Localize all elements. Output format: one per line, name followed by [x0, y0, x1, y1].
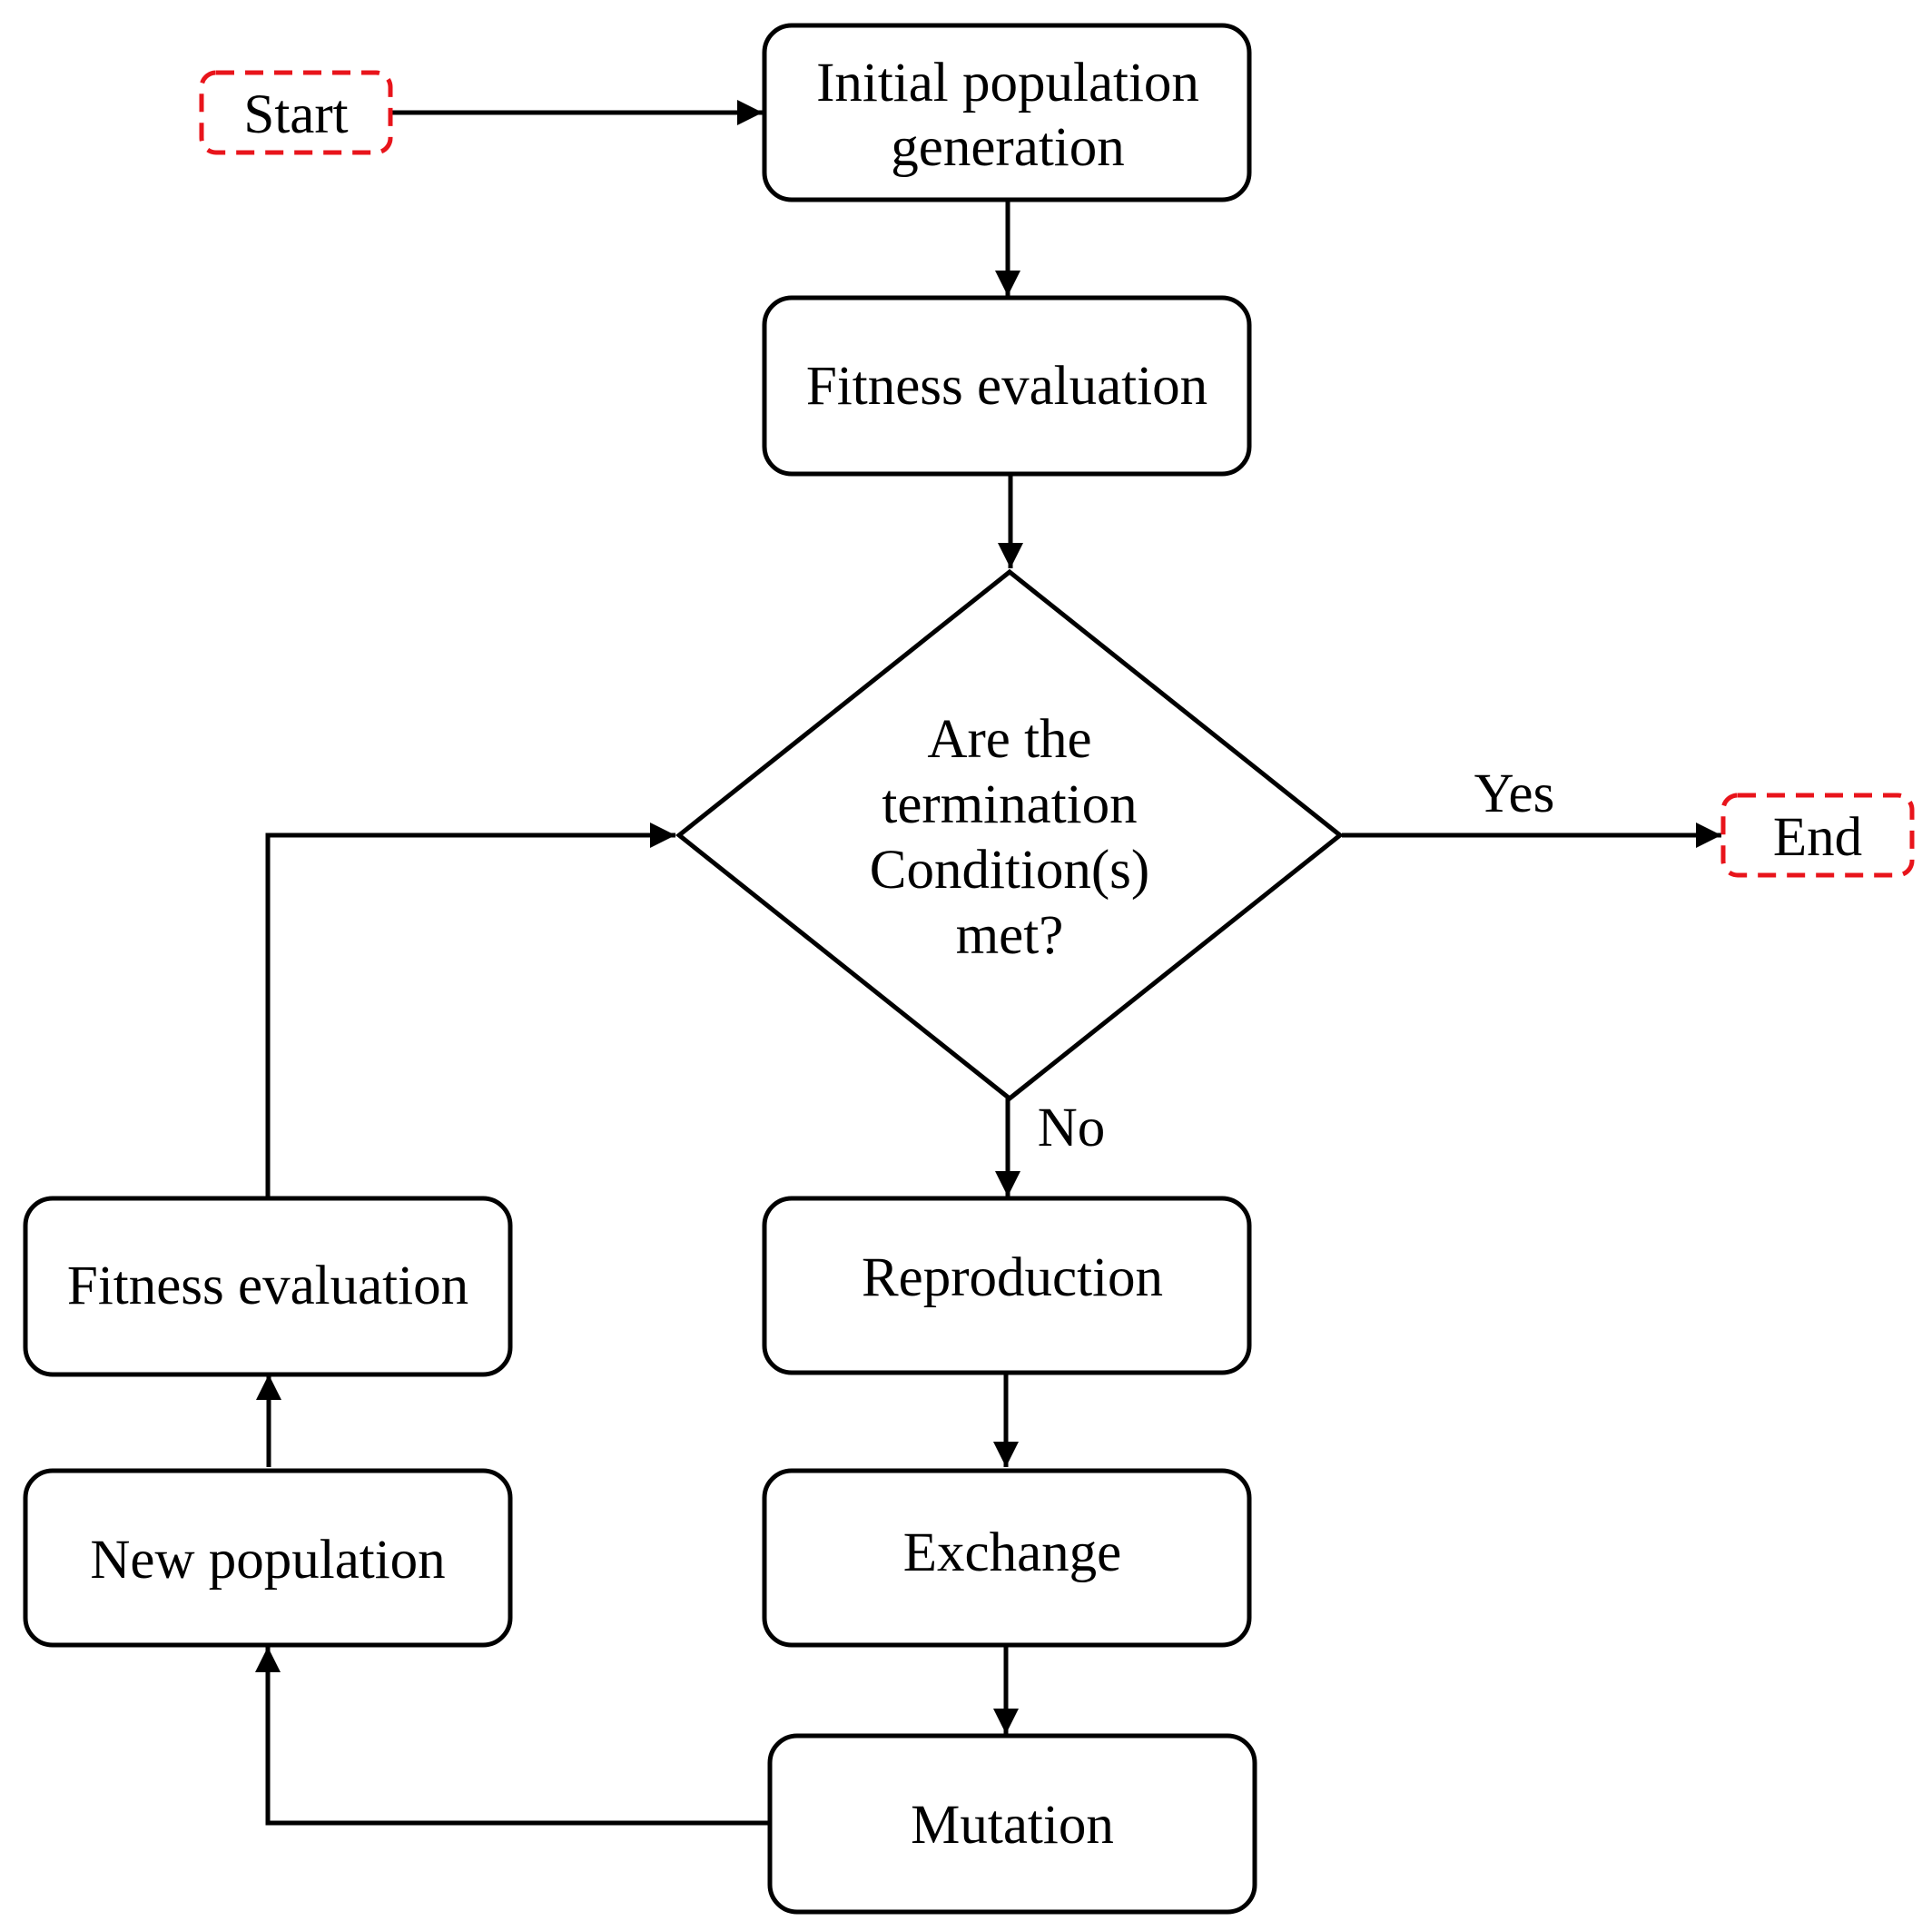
fitness-evaluation-top-node: Fitness evaluation — [762, 295, 1252, 477]
new-population-label: New population — [90, 1530, 445, 1591]
exchange-label: Exchange — [903, 1522, 1122, 1583]
end-node-label: End — [1773, 807, 1862, 868]
mutation-label: Mutation — [911, 1795, 1114, 1856]
end-node-border — [1720, 793, 1915, 878]
yes-label: Yes — [1474, 763, 1555, 824]
initial-population-label-line2: generation — [891, 117, 1124, 178]
decision-label-line4: met? — [956, 905, 1064, 966]
fitness-evaluation-bottom-label: Fitness evaluation — [67, 1256, 468, 1316]
fitness-evaluation-top-box — [762, 295, 1252, 477]
decision-diamond — [675, 568, 1345, 1102]
start-node-label: Start — [243, 84, 348, 145]
exchange-node: Exchange — [762, 1468, 1252, 1648]
end-node: End — [1720, 793, 1915, 878]
edge-mutation-to-new-population — [255, 1647, 768, 1826]
mutation-node: Mutation — [767, 1733, 1257, 1915]
fitness-evaluation-top-label: Fitness evaluation — [806, 356, 1208, 417]
initial-population-label-line1: Initial population — [816, 53, 1199, 113]
new-population-node: New population — [23, 1468, 513, 1648]
reproduction-node: Reproduction — [762, 1196, 1252, 1375]
decision-label-line1: Are the — [927, 709, 1091, 770]
start-node-border — [199, 70, 393, 155]
new-population-box — [23, 1468, 513, 1648]
initial-population-box — [762, 23, 1252, 202]
reproduction-box — [762, 1196, 1252, 1375]
decision-label-line3: Condition(s) — [870, 840, 1149, 901]
decision-node: Are the termination Condition(s) met? — [675, 568, 1345, 1102]
start-node: Start — [199, 70, 393, 155]
reproduction-label: Reproduction — [862, 1247, 1163, 1308]
edges — [255, 100, 1721, 1826]
mutation-box — [767, 1733, 1257, 1915]
fitness-evaluation-bottom-box — [23, 1196, 513, 1377]
fitness-evaluation-bottom-node: Fitness evaluation — [23, 1196, 513, 1377]
no-label: No — [1038, 1098, 1106, 1158]
exchange-box — [762, 1468, 1252, 1648]
decision-label-line2: termination — [882, 774, 1137, 835]
edge-fitness-loop-to-decision — [265, 823, 675, 1197]
initial-population-node: Initial population generation — [762, 23, 1252, 202]
